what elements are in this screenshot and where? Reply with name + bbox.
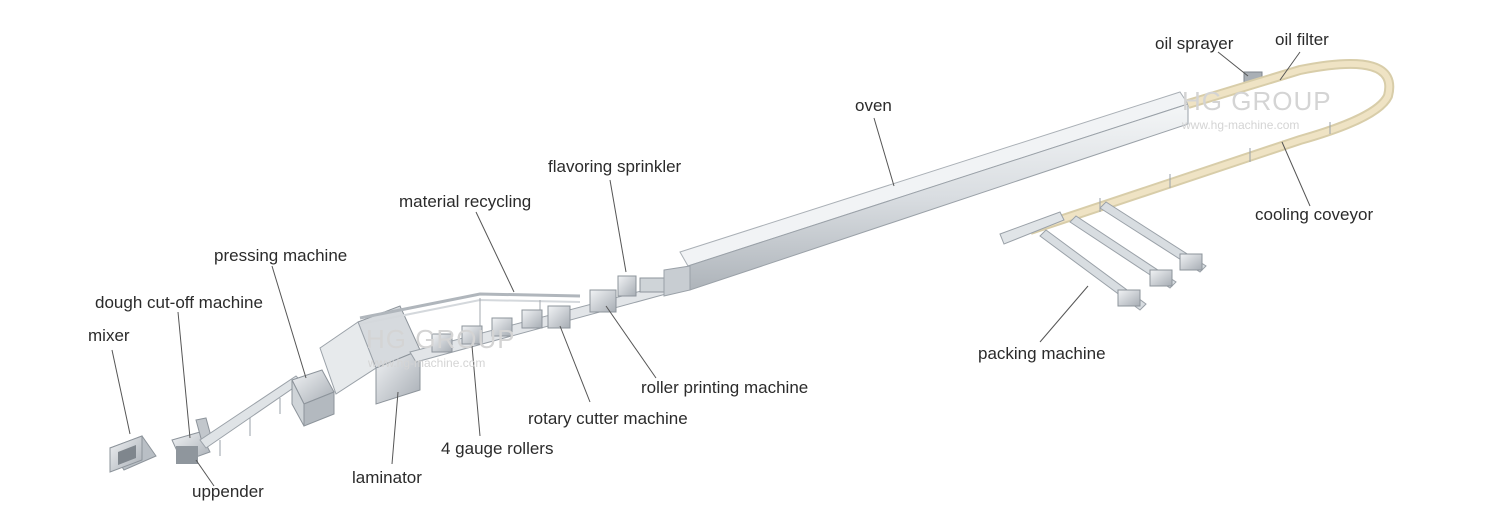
label-rotary-cutter-machine: rotary cutter machine (528, 409, 688, 428)
pressing-machine (291, 369, 335, 427)
label-mixer: mixer (88, 326, 130, 345)
label-flavoring-sprinkler: flavoring sprinkler (548, 157, 682, 176)
laminator-machine (319, 305, 421, 405)
label-4-gauge-rollers: 4 gauge rollers (441, 439, 554, 458)
watermark-brand-left: HG GROUP (366, 324, 516, 354)
label-roller-printing-machine: roller printing machine (641, 378, 809, 397)
watermark-brand-right: HG GROUP (1182, 86, 1332, 116)
label-oil-filter: oil filter (1275, 30, 1329, 49)
label-oil-sprayer: oil sprayer (1155, 34, 1234, 53)
label-cooling-coveyor: cooling coveyor (1255, 205, 1374, 224)
label-material-recycling: material recycling (399, 192, 532, 211)
oven-tunnel (663, 91, 1189, 297)
rotary-cutter-and-printer (547, 275, 671, 329)
mixer-machine (109, 435, 157, 473)
label-dough-cutoff-machine: dough cut-off machine (95, 293, 263, 312)
incline-conveyor (199, 375, 303, 456)
watermark-site-right: www.hg-machine.com (1182, 118, 1300, 132)
label-oven: oven (855, 96, 892, 115)
label-packing-machine: packing machine (978, 344, 1106, 363)
watermark-site-left: www.hg-machine.com (368, 356, 486, 370)
packing-machines (999, 201, 1207, 311)
label-laminator: laminator (352, 468, 422, 487)
label-uppender: uppender (192, 482, 264, 501)
label-pressing-machine: pressing machine (214, 246, 348, 265)
leader-lines (111, 51, 1311, 487)
cooling-conveyor (1028, 59, 1395, 235)
